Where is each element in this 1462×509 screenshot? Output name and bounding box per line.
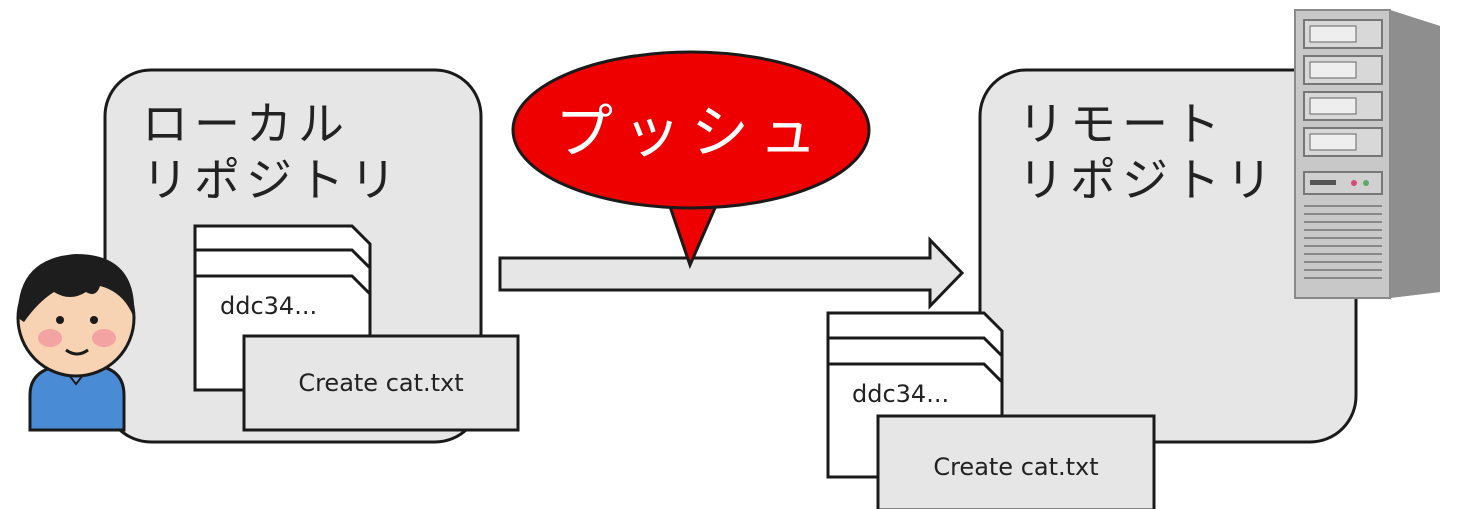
remote-repository-title-line2: リポジトリ [1018,153,1278,207]
local-commit-hash-label: ddc34... [220,292,317,320]
remote-commit-stack: ddc34... Create cat.txt [826,311,1156,509]
remote-commit-message-box [876,414,1156,509]
remote-repository: リモート リポジトリ [978,68,1358,444]
push-arrow [498,236,965,310]
right-arrow-icon [498,236,965,310]
local-repository-title-line1: ローカル [142,97,350,151]
remote-repository-title-line1: リモート [1018,97,1226,151]
remote-commit-hash-label: ddc34... [852,380,949,408]
server-icon [1294,9,1440,299]
push-label: プッシュ [555,98,827,166]
local-commit-message-label: Create cat.txt [298,369,463,397]
push-bubble: プッシュ [511,50,871,270]
user-icon [16,254,136,432]
local-commit-message-box [242,334,520,432]
remote-commit-message-label: Create cat.txt [933,453,1098,481]
local-commit-stack: ddc34... Create cat.txt [193,224,520,432]
local-repository-title-line2: リポジトリ [142,153,402,207]
